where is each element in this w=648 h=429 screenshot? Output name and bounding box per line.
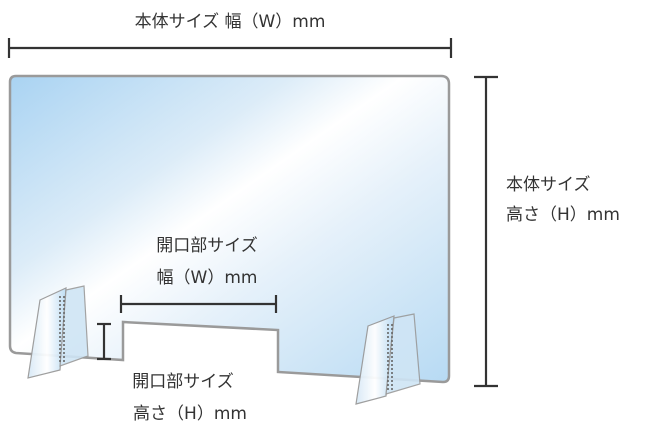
body-width-dimension-line — [7, 38, 453, 58]
opening-width-label-line1: 開口部サイズ — [156, 236, 258, 256]
body-height-dimension-line — [474, 75, 498, 388]
opening-height-label-line2: 高さ（H）mm — [133, 404, 247, 424]
opening-width-dimension-line — [119, 295, 278, 313]
right-stand — [355, 313, 421, 405]
opening-width-label-line2: 幅（W）mm — [156, 268, 258, 288]
opening-height-label-line1: 開口部サイズ — [132, 372, 234, 392]
left-stand — [27, 285, 89, 379]
acrylic-panel — [8, 74, 451, 384]
body-height-label-line1: 本体サイズ — [506, 175, 591, 195]
body-height-label-line2: 高さ（H）mm — [506, 205, 620, 225]
body-width-label: 本体サイズ 幅（W）mm — [134, 12, 326, 32]
opening-height-dimension-line — [97, 322, 111, 361]
